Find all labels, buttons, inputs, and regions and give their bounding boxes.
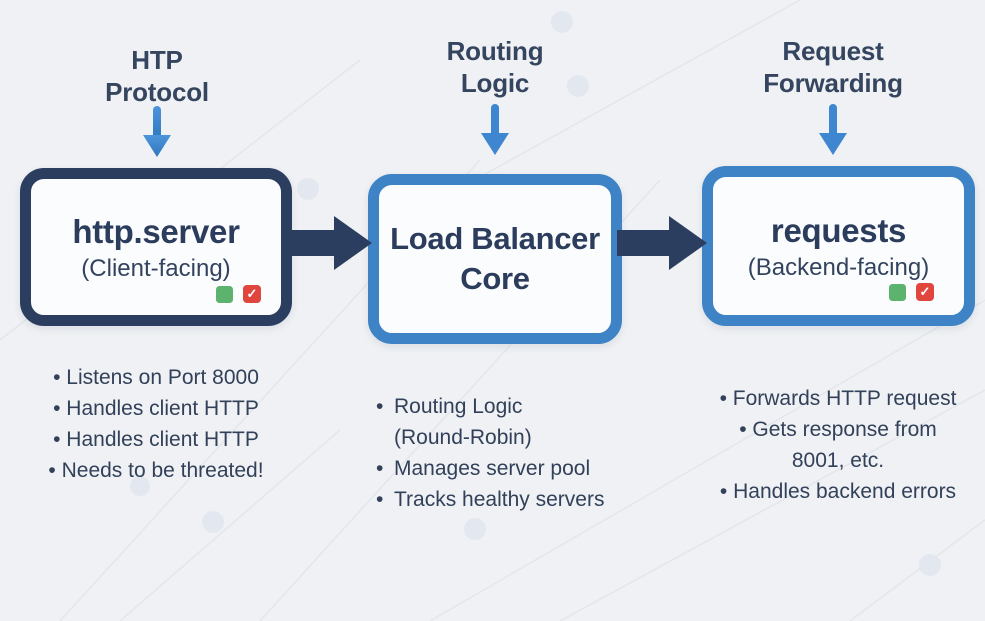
- arrow-right-icon: [282, 216, 372, 270]
- arrow-down-icon: [819, 104, 847, 155]
- arrow-down-icon: [143, 106, 171, 157]
- arrow-down-icon: [481, 104, 509, 155]
- list-item: Tracks healthy servers: [370, 485, 628, 516]
- box-title: requests: [770, 211, 907, 249]
- requests-feature-list: Forwards HTTP request Gets response from…: [700, 384, 976, 507]
- box-requests: requests (Backend-facing) ✓: [702, 166, 975, 326]
- list-item: Gets response from 8001, etc.: [700, 415, 976, 477]
- green-square-icon: [889, 283, 906, 301]
- box-title: Load Balancer Core: [390, 220, 600, 296]
- list-item: Routing Logic (Round-Robin): [370, 392, 628, 454]
- arrow-right-icon: [617, 216, 707, 270]
- box-load-balancer-core: Load Balancer Core: [368, 174, 622, 344]
- label-http-protocol: HTP Protocol: [105, 45, 209, 107]
- list-item: Manages server pool: [370, 454, 628, 485]
- list-item: Forwards HTTP request: [700, 384, 976, 415]
- list-item: Handles client HTTP: [8, 425, 304, 456]
- status-icons: ✓: [216, 285, 261, 303]
- http-server-feature-list: Listens on Port 8000 Handles client HTTP…: [8, 363, 304, 486]
- green-square-icon: [216, 285, 233, 303]
- box-subtitle: (Client-facing): [81, 255, 231, 283]
- list-item: Needs to be threated!: [8, 456, 304, 487]
- list-item: Handles client HTTP: [8, 394, 304, 425]
- label-request-forwarding: Request Forwarding: [763, 36, 903, 98]
- list-item: Handles backend errors: [700, 477, 976, 508]
- status-icons: ✓: [889, 283, 934, 301]
- load-balancer-feature-list: Routing Logic (Round-Robin) Manages serv…: [370, 392, 628, 515]
- red-check-icon: ✓: [916, 283, 934, 301]
- list-item: Listens on Port 8000: [8, 363, 304, 394]
- box-title: http.server: [72, 212, 240, 250]
- box-subtitle: (Backend-facing): [747, 254, 930, 282]
- red-check-icon: ✓: [243, 285, 261, 303]
- label-routing-logic: Routing Logic: [446, 36, 544, 98]
- box-http-server: http.server (Client-facing) ✓: [20, 168, 292, 326]
